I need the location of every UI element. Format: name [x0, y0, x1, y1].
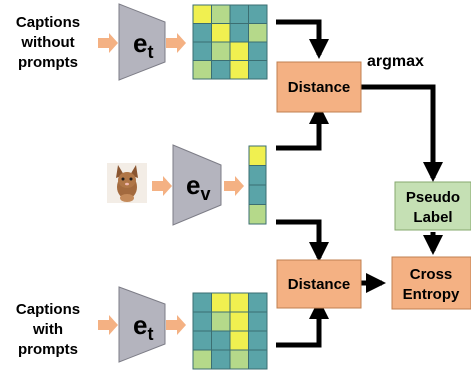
- cross-entropy-box: Cross Entropy: [391, 256, 471, 310]
- svg-text:et: et: [133, 310, 153, 344]
- embedding-cell: [248, 145, 267, 166]
- embedding-cell: [229, 60, 249, 80]
- output-arrow-top-encoder: [166, 33, 186, 53]
- pseudo-label-box: Pseudo Label: [394, 181, 471, 231]
- embedding-cell: [211, 41, 231, 61]
- input-arrow-top-caption: [98, 33, 118, 53]
- embedding-cell: [248, 41, 268, 61]
- embedding-cell: [229, 292, 249, 313]
- embedding-cell: [248, 311, 268, 332]
- bottom-caption-line-2: with: [32, 321, 63, 338]
- embedding-cell: [229, 330, 249, 351]
- svg-text:ev: ev: [186, 170, 210, 204]
- embedding-cell: [211, 292, 231, 313]
- input-arrow-bottom-caption: [98, 315, 118, 335]
- output-arrow-bottom-encoder: [166, 315, 186, 335]
- embedding-cell: [192, 311, 212, 332]
- text-encoder-bottom-label: et: [133, 310, 153, 344]
- embedding-cell: [229, 41, 249, 61]
- distance-box-bottom: Distance: [276, 259, 362, 309]
- text-encoder-top: [118, 3, 166, 81]
- svg-text:Pseudo: Pseudo: [406, 189, 460, 206]
- text-encoder-top-label: et: [133, 28, 153, 62]
- bottom-caption-line-3: prompts: [18, 341, 78, 358]
- argmax-label: argmax: [367, 53, 424, 70]
- embedding-cell: [248, 4, 268, 24]
- embedding-cell: [248, 23, 268, 43]
- svg-text:et: et: [133, 28, 153, 62]
- embedding-cell: [192, 4, 212, 24]
- embedding-cell: [229, 23, 249, 43]
- image-embedding-vector: [248, 145, 267, 225]
- input-arrow-image: [152, 176, 172, 196]
- text-embedding-matrix-bottom: [192, 292, 268, 370]
- arrow-image-to-top-distance: [276, 104, 329, 151]
- embedding-cell: [192, 60, 212, 80]
- kitten-image: [107, 163, 147, 203]
- output-arrow-visual-encoder: [224, 176, 244, 196]
- svg-text:Cross: Cross: [410, 266, 453, 283]
- svg-text:Entropy: Entropy: [403, 286, 460, 303]
- embedding-cell: [248, 165, 267, 186]
- embedding-cell: [248, 330, 268, 351]
- bottom-caption-line-1: Captions: [16, 301, 80, 318]
- embedding-cell: [192, 330, 212, 351]
- visual-encoder-label: ev: [186, 170, 210, 204]
- top-caption-line-2: without: [20, 34, 74, 51]
- distance-box-top: Distance: [276, 61, 362, 113]
- arrow-image-to-bottom-distance: [276, 219, 329, 262]
- text-embedding-matrix-top: [192, 4, 268, 80]
- svg-text:Distance: Distance: [288, 79, 351, 96]
- embedding-cell: [248, 349, 268, 370]
- arrow-top-matrix-to-distance: [276, 19, 329, 59]
- embedding-cell: [211, 330, 231, 351]
- embedding-cell: [211, 60, 231, 80]
- embedding-cell: [211, 311, 231, 332]
- embedding-cell: [211, 4, 231, 24]
- embedding-cell: [229, 349, 249, 370]
- svg-text:Label: Label: [413, 209, 452, 226]
- embedding-cell: [192, 349, 212, 370]
- embedding-cell: [192, 23, 212, 43]
- top-caption-line-3: prompts: [18, 54, 78, 71]
- text-encoder-bottom: [118, 286, 166, 363]
- embedding-cell: [248, 60, 268, 80]
- embedding-cell: [229, 4, 249, 24]
- embedding-cell: [211, 23, 231, 43]
- embedding-cell: [229, 311, 249, 332]
- top-caption-line-1: Captions: [16, 14, 80, 31]
- embedding-cell: [248, 292, 268, 313]
- visual-encoder: [172, 144, 222, 226]
- arrow-argmax-to-pseudo-label: [361, 84, 443, 182]
- embedding-cell: [248, 184, 267, 205]
- embedding-cell: [192, 41, 212, 61]
- svg-text:Distance: Distance: [288, 276, 351, 293]
- embedding-cell: [248, 204, 267, 225]
- embedding-cell: [192, 292, 212, 313]
- arrow-bottom-matrix-to-distance: [276, 299, 329, 348]
- embedding-cell: [211, 349, 231, 370]
